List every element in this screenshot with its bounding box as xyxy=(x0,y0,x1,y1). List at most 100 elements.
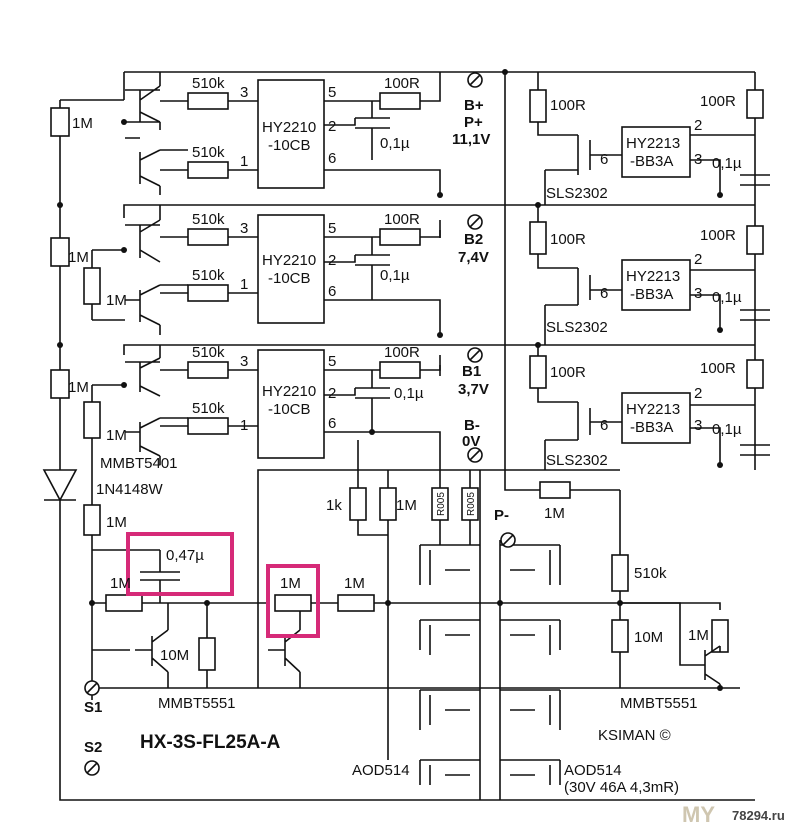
label-3v: 3,7V xyxy=(458,381,489,398)
label-bplus: B+ xyxy=(464,97,484,114)
label-11v: 11,1V xyxy=(452,131,490,148)
hy2213-name-2b: -BB3A xyxy=(630,286,673,303)
terminals xyxy=(84,72,516,776)
highlight-capacitor xyxy=(126,532,234,596)
label-s1: S1 xyxy=(84,699,102,716)
r1m-label: 1M xyxy=(72,115,93,132)
hy2210-name-1b: -10CB xyxy=(268,137,311,154)
junction-dots xyxy=(57,69,723,691)
pin-6-bal: 6 xyxy=(600,151,608,168)
r510k-label: 510k xyxy=(192,144,225,161)
pin-3-bal: 3 xyxy=(694,417,702,434)
r510k-label: 510k xyxy=(634,565,667,582)
pin-5-r2: 5 xyxy=(328,220,336,237)
bottom-right xyxy=(539,481,729,688)
hy2210-name-3b: -10CB xyxy=(268,401,311,418)
r1m-label: 1M xyxy=(344,575,365,592)
pin-3-r2: 3 xyxy=(240,220,248,237)
c01-label: 0,1µ xyxy=(712,421,742,438)
r510k-label: 510k xyxy=(192,211,225,228)
r100r-label: 100R xyxy=(700,93,736,110)
pin-6-r2: 6 xyxy=(328,283,336,300)
r1m-label: 1M xyxy=(106,292,127,309)
c01-label: 0,1µ xyxy=(380,135,410,152)
r100r-label: 100R xyxy=(384,75,420,92)
balancer-rows xyxy=(529,72,770,470)
hy2213-name-1a: HY2213 xyxy=(626,135,680,152)
r1m-label: 1M xyxy=(106,514,127,531)
r1k-label: 1k xyxy=(326,497,342,514)
c01-label: 0,1µ xyxy=(394,385,424,402)
label-0v: 0V xyxy=(462,433,480,450)
pin-6-r1: 6 xyxy=(328,150,336,167)
watermark-logo: MY xyxy=(682,802,715,827)
label-s2: S2 xyxy=(84,739,102,756)
pin-5-r1: 5 xyxy=(328,84,336,101)
r1m-label: 1M xyxy=(68,379,89,396)
diode-label: 1N4148W xyxy=(96,481,164,498)
left-chain xyxy=(42,107,160,700)
pin-2-r3: 2 xyxy=(328,385,336,402)
label-b1: B1 xyxy=(462,363,481,380)
r1m-label: 1M xyxy=(544,505,565,522)
pin-5-r3: 5 xyxy=(328,353,336,370)
pin-1-r2: 1 xyxy=(240,276,248,293)
pin-2-r2: 2 xyxy=(328,252,336,269)
pin-3-bal: 3 xyxy=(694,151,702,168)
r1m-label: 1M xyxy=(396,497,417,514)
npn-left-label: MMBT5551 xyxy=(158,695,236,712)
diagram-title: HX-3S-FL25A-A xyxy=(140,732,281,753)
r100r-label: 100R xyxy=(700,227,736,244)
r510k-label: 510k xyxy=(192,267,225,284)
cell-row-3 xyxy=(125,345,441,470)
sls2302-label: SLS2302 xyxy=(546,452,608,469)
r100r-label: 100R xyxy=(550,231,586,248)
r1m-label: 1M xyxy=(688,627,709,644)
author-label: KSIMAN © xyxy=(598,727,671,744)
r100r-label: 100R xyxy=(700,360,736,377)
label-b2: B2 xyxy=(464,231,483,248)
pnp-label: MMBT5401 xyxy=(100,455,178,472)
mos-right-label: AOD514 xyxy=(564,762,622,779)
r1m-label: 1M xyxy=(106,427,127,444)
sls2302-label: SLS2302 xyxy=(546,185,608,202)
pin-6-bal: 6 xyxy=(600,285,608,302)
hy2210-name-2b: -10CB xyxy=(268,270,311,287)
r100r-label: 100R xyxy=(550,364,586,381)
sls2302-label: SLS2302 xyxy=(546,319,608,336)
watermark-site: 78294.ru xyxy=(732,808,785,823)
pin-3-r3: 3 xyxy=(240,353,248,370)
r005-label: R005 xyxy=(466,492,477,516)
r510k-label: 510k xyxy=(192,344,225,361)
pin-1-r3: 1 xyxy=(240,417,248,434)
hy2210-name-1a: HY2210 xyxy=(262,119,316,136)
r510k-label: 510k xyxy=(192,400,225,417)
cell-row-1 xyxy=(124,72,441,195)
label-pplus: P+ xyxy=(464,114,483,131)
pin-2-bal: 2 xyxy=(694,117,702,134)
hy2210-name-2a: HY2210 xyxy=(262,252,316,269)
r10m-label: 10M xyxy=(634,629,663,646)
hy2213-name-2a: HY2213 xyxy=(626,268,680,285)
mos-spec-label: (30V 46A 4,3mR) xyxy=(564,779,679,796)
c01-label: 0,1µ xyxy=(712,155,742,172)
c01-label: 0,1µ xyxy=(380,267,410,284)
r100r-label: 100R xyxy=(384,211,420,228)
r100r-label: 100R xyxy=(384,344,420,361)
r1m-label: 1M xyxy=(110,575,131,592)
r510k-label: 510k xyxy=(192,75,225,92)
pin-3-bal: 3 xyxy=(694,285,702,302)
c047-label: 0,47µ xyxy=(166,547,204,564)
hy2210-name-3a: HY2210 xyxy=(262,383,316,400)
r1m-label: 1M xyxy=(68,249,89,266)
pin-3-r1: 3 xyxy=(240,84,248,101)
c01-label: 0,1µ xyxy=(712,289,742,306)
mosfet-bank xyxy=(419,470,561,800)
hy2213-name-3a: HY2213 xyxy=(626,401,680,418)
label-7v: 7,4V xyxy=(458,249,489,266)
pin-6-bal: 6 xyxy=(600,417,608,434)
r10m-label: 10M xyxy=(160,647,189,664)
sense-resistors xyxy=(349,440,479,760)
hy2213-name-3b: -BB3A xyxy=(630,419,673,436)
